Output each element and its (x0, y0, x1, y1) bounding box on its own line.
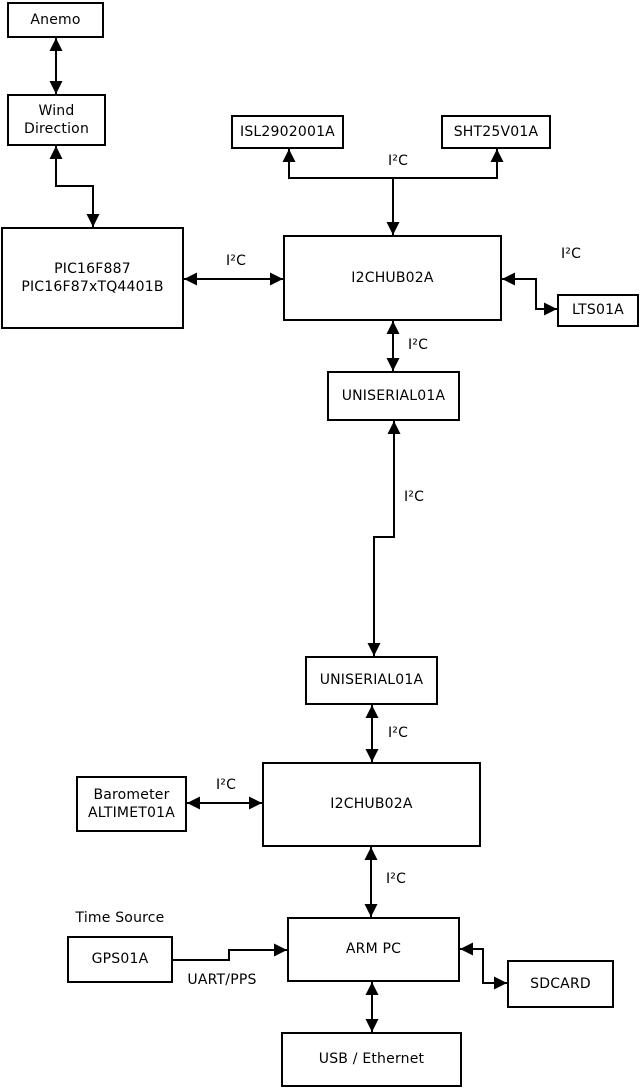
node-gps: GPS01A (67, 936, 173, 983)
edge-label-i2c-barometer: I²C (215, 777, 237, 793)
edge-label-i2c-pic-hub: I²C (225, 253, 247, 269)
node-uniserial-lower: UNISERIAL01A (305, 656, 438, 705)
annotation-time-source: Time Source (75, 910, 165, 926)
node-anemo: Anemo (7, 2, 104, 38)
node-usb-ethernet-label: USB / Ethernet (318, 1051, 425, 1068)
node-wind-direction-label: Wind Direction (23, 102, 90, 137)
node-i2chub-upper: I2CHUB02A (283, 235, 502, 321)
edge-gps-arm-pc (173, 943, 287, 961)
node-barometer-label: Barometer ALTIMET01A (88, 786, 175, 821)
node-uniserial-lower-label: UNISERIAL01A (319, 672, 424, 689)
node-lts-label: LTS01A (572, 302, 624, 319)
node-pic-label: PIC16F887 PIC16F87xTQ4401B (21, 260, 164, 295)
node-i2chub-lower-label: I2CHUB02A (330, 796, 413, 813)
node-sdcard: SDCARD (507, 960, 614, 1008)
node-arm-pc: ARM PC (287, 917, 460, 982)
node-pic: PIC16F887 PIC16F87xTQ4401B (1, 227, 184, 329)
node-arm-pc-label: ARM PC (345, 941, 402, 958)
edge-label-i2c-hub-uniserial: I²C (407, 337, 429, 353)
node-uniserial-upper-label: UNISERIAL01A (341, 387, 446, 404)
edge-uniserial-upper-uniserial-lower (367, 421, 401, 656)
node-barometer: Barometer ALTIMET01A (76, 776, 187, 832)
node-wind-direction: Wind Direction (7, 94, 106, 146)
edge-arm-pc-sdcard (460, 942, 507, 990)
node-isl-label: ISL2902001A (240, 123, 335, 140)
edge-label-i2c-hub2-armpc: I²C (385, 871, 407, 887)
edge-i2chub-upper-lts (502, 272, 557, 316)
edge-label-i2c-top-branch: I²C (387, 153, 409, 169)
node-sdcard-label: SDCARD (530, 975, 591, 992)
edge-label-i2c-uniserial-link: I²C (403, 489, 425, 505)
node-sht-label: SHT25V01A (453, 123, 539, 140)
node-i2chub-lower: I2CHUB02A (262, 762, 481, 847)
node-usb-ethernet: USB / Ethernet (281, 1032, 462, 1087)
node-lts: LTS01A (557, 294, 639, 327)
edge-label-uart-pps: UART/PPS (187, 972, 257, 988)
edge-label-i2c-uniserial-hub2: I²C (387, 725, 409, 741)
edge-wind-direction-pic (49, 146, 100, 227)
edge-label-i2c-hub-lts: I²C (560, 246, 582, 262)
node-anemo-label: Anemo (30, 11, 81, 28)
node-i2chub-upper-label: I2CHUB02A (351, 269, 434, 286)
node-sht: SHT25V01A (441, 115, 551, 149)
node-uniserial-upper: UNISERIAL01A (327, 371, 460, 421)
node-gps-label: GPS01A (91, 951, 149, 968)
node-isl: ISL2902001A (231, 115, 344, 149)
